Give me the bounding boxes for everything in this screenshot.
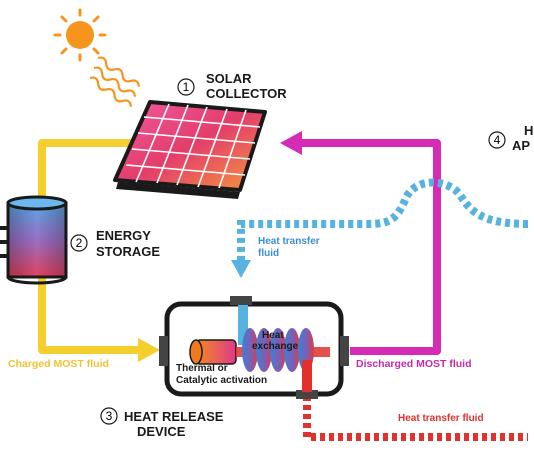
svg-text:ENERGY: ENERGY xyxy=(96,228,151,243)
heat-exchange-label: Heat exchange xyxy=(252,330,299,352)
discharged-fluid-label: Discharged MOST fluid xyxy=(356,358,472,370)
charged-fluid-label: Charged MOST fluid xyxy=(8,358,109,370)
charged-arrow xyxy=(138,338,160,362)
svg-text:HEAT RELEASE: HEAT RELEASE xyxy=(124,409,224,424)
heat-application-label: 4 H AP xyxy=(488,123,533,153)
charged-fluid-pipe xyxy=(38,139,140,354)
discharged-arrow xyxy=(280,131,302,155)
svg-text:4: 4 xyxy=(494,133,501,147)
svg-text:1: 1 xyxy=(183,80,190,94)
heat-exchange-coil xyxy=(238,305,314,392)
svg-text:Catalytic activation: Catalytic activation xyxy=(176,375,267,386)
svg-text:DEVICE: DEVICE xyxy=(137,424,186,439)
svg-text:COLLECTOR: COLLECTOR xyxy=(206,86,287,101)
svg-text:exchange: exchange xyxy=(252,341,299,352)
heat-release-label: 3 HEAT RELEASE DEVICE xyxy=(100,407,224,439)
svg-text:2: 2 xyxy=(76,236,83,250)
solar-collector-panel xyxy=(113,100,267,199)
heat-transfer-in-arrow xyxy=(231,260,251,278)
solar-collector-label: 1 SOLAR COLLECTOR xyxy=(177,71,287,101)
energy-storage-tank xyxy=(0,195,68,285)
energy-storage-label: 2 ENERGY STORAGE xyxy=(70,228,160,259)
svg-text:3: 3 xyxy=(106,409,113,423)
svg-text:H: H xyxy=(524,123,533,138)
heat-transfer-fluid-in-label: Heat transfer fluid xyxy=(258,236,320,259)
discharged-fluid-pipe xyxy=(300,139,441,355)
sun-icon xyxy=(53,8,107,62)
activation-label: Thermal or Catalytic activation xyxy=(176,363,267,386)
svg-text:fluid: fluid xyxy=(258,248,279,259)
sunlight-waves xyxy=(89,56,141,107)
svg-text:Thermal or: Thermal or xyxy=(176,363,228,374)
svg-text:AP: AP xyxy=(512,138,530,153)
heat-transfer-fluid-out-label: Heat transfer fluid xyxy=(398,413,484,424)
svg-text:SOLAR: SOLAR xyxy=(206,71,252,86)
svg-text:Heat: Heat xyxy=(262,330,284,341)
svg-text:Heat transfer: Heat transfer xyxy=(258,236,320,247)
heat-transfer-fluid-in xyxy=(237,178,529,262)
svg-text:STORAGE: STORAGE xyxy=(96,244,160,259)
